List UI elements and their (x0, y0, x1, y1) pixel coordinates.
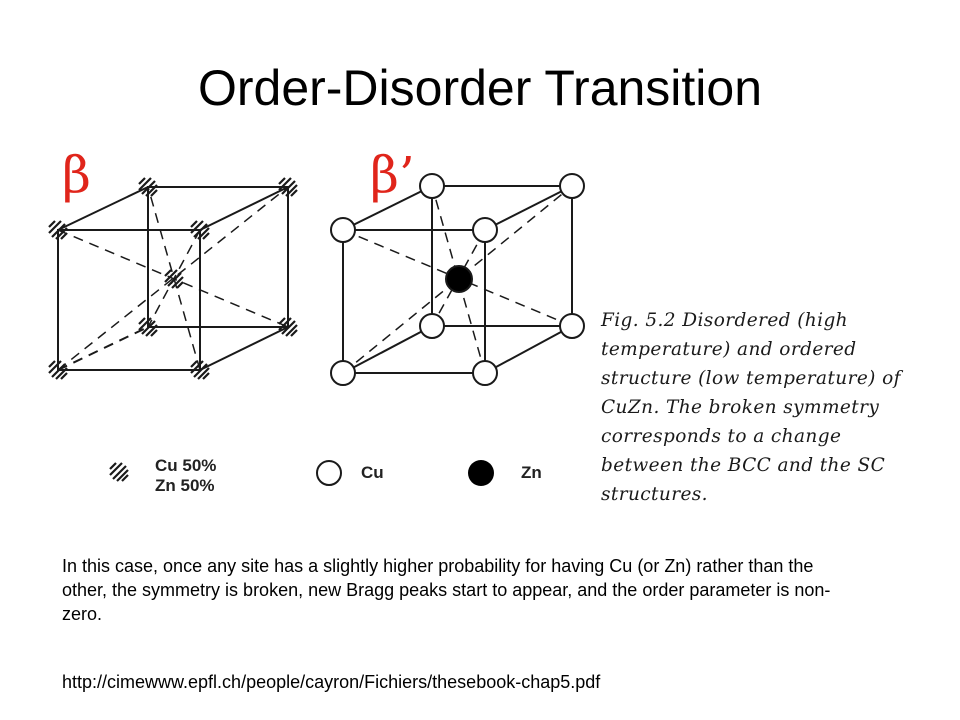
hatched-circle-icon (137, 316, 159, 338)
front-face (57, 229, 201, 371)
legend-zn-label: Zn (521, 463, 542, 482)
open-circle-icon (316, 460, 342, 486)
beta-label: β (62, 146, 91, 204)
hatched-circle-icon (108, 461, 130, 483)
back-face (431, 185, 573, 327)
beta-prime-label: β’ (370, 146, 415, 204)
hatched-circle-icon (277, 316, 299, 338)
open-circle-icon (330, 360, 356, 386)
body-text: In this case, once any site has a slight… (62, 556, 831, 624)
hatched-circle-icon (47, 359, 69, 381)
slide-title: Order-Disorder Transition (197, 60, 763, 116)
filled-circle-icon (445, 265, 473, 293)
legend-cu-label: Cu (361, 463, 384, 482)
open-circle-icon (330, 217, 356, 243)
hatched-circle-icon (137, 176, 159, 198)
filled-circle-icon (468, 460, 494, 486)
source-url-link[interactable]: http://cimewww.epfl.ch/people/cayron/Fic… (62, 672, 601, 692)
legend-mixed-site-label: Cu 50% Zn 50% (155, 456, 217, 495)
hatched-circle-icon (277, 176, 299, 198)
disordered-bcc-cube (57, 186, 289, 371)
hatched-circle-icon (189, 359, 211, 381)
open-circle-icon (472, 217, 498, 243)
figure-caption: Fig. 5.2 Disordered (high temperature) a… (601, 310, 901, 505)
open-circle-icon (472, 360, 498, 386)
hatched-circle-icon (163, 268, 185, 290)
ordered-sites (330, 173, 585, 386)
back-face (147, 186, 289, 328)
open-circle-icon (559, 313, 585, 339)
open-circle-icon (419, 313, 445, 339)
hatched-circle-icon (189, 219, 211, 241)
hatched-circle-icon (47, 219, 69, 241)
open-circle-icon (419, 173, 445, 199)
front-face (342, 229, 486, 374)
open-circle-icon (559, 173, 585, 199)
